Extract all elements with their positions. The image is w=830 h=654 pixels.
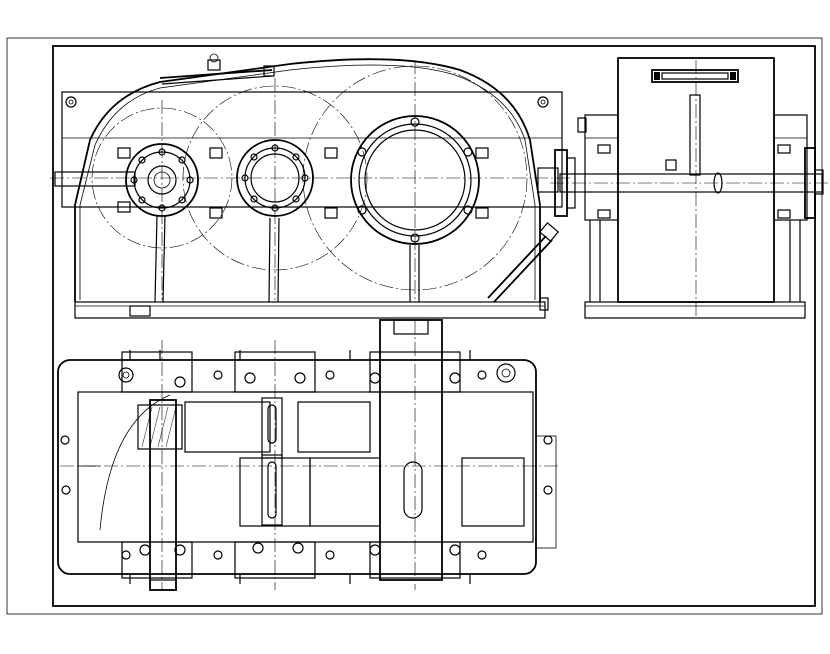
top-input-shaft	[149, 399, 177, 591]
side-flange-right	[773, 114, 808, 221]
top-output-shaft	[379, 319, 443, 581]
housing-rib	[154, 214, 420, 303]
pitch-circle-3	[302, 65, 528, 291]
front-view	[50, 53, 570, 319]
inner-frame	[52, 45, 816, 607]
breather	[689, 94, 701, 176]
top-housing-inner	[77, 391, 534, 543]
helical-pinion	[137, 404, 183, 450]
bearing-cap-2	[236, 139, 314, 217]
output-shaft-front	[537, 167, 559, 193]
oil-dipstick	[487, 222, 560, 303]
corner-bolt-icon	[65, 96, 549, 108]
top-bearing-icon	[139, 372, 461, 556]
top-bolt-icon	[60, 363, 553, 560]
side-bolt-icon	[577, 117, 791, 219]
side-base	[584, 301, 806, 319]
gear-stage-1	[184, 397, 371, 459]
side-view	[550, 57, 830, 319]
side-flange-left	[584, 114, 619, 221]
inspection-cover	[159, 53, 275, 85]
top-boss	[121, 351, 461, 579]
top-view	[57, 319, 560, 591]
housing-outline	[74, 58, 541, 302]
flange-bolt-icon	[117, 147, 489, 219]
bearing-cap-1	[125, 143, 199, 217]
outer-frame	[6, 37, 823, 615]
side-coupling	[554, 147, 824, 219]
bearing-cap-3	[350, 115, 480, 245]
input-shaft	[54, 171, 136, 187]
sight-glass	[651, 69, 739, 83]
gear-stage-2	[239, 454, 525, 527]
